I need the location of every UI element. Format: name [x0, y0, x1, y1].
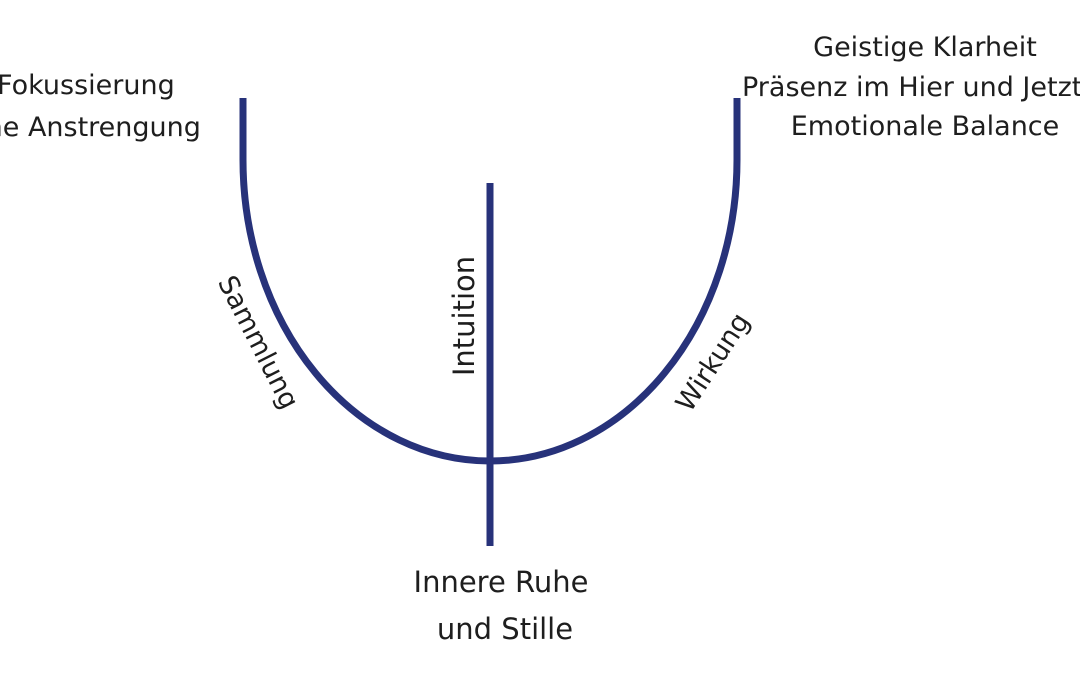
arc-label-center: Intuition [447, 256, 481, 376]
arc-label-right: Wirkung [670, 308, 756, 418]
left-text-line-2: ohne Anstrengung [0, 112, 201, 143]
bottom-text-line-1: Innere Ruhe [414, 565, 589, 599]
right-text-line-1: Geistige Klarheit [813, 32, 1037, 63]
right-text-line-2: Präsenz im Hier und Jetzt [742, 72, 1080, 103]
left-text-line-1: Fokussierung [0, 70, 175, 101]
bottom-text-line-2: und Stille [437, 612, 573, 646]
right-text-line-3: Emotionale Balance [791, 111, 1060, 142]
